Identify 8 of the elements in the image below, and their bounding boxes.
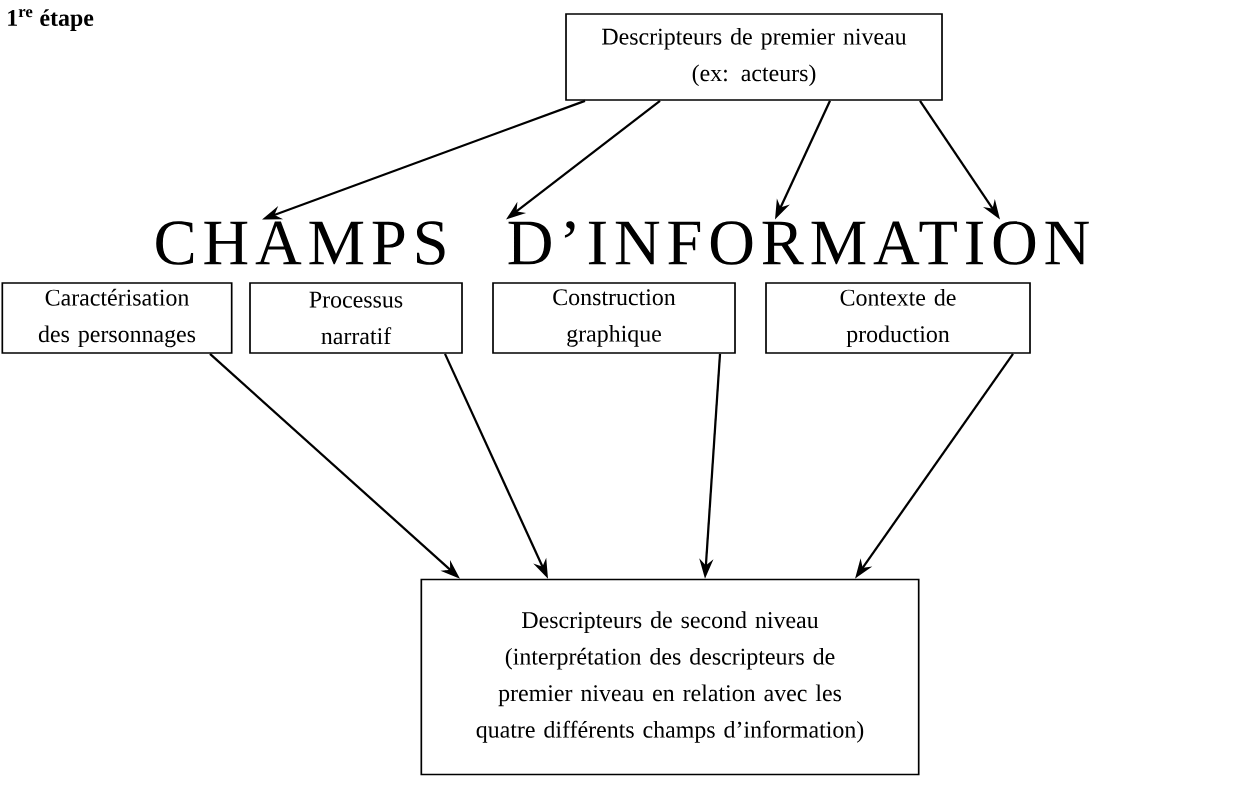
text-box: Descripteurs de second niveau (interprétation des descripteurs de premier niveau en relation avec les quatre différents champs d’information): [420, 578, 920, 776]
text-box: Contexte de production: [765, 282, 1031, 354]
heading-text: CHAMPS D’INFORMATION: [156, 221, 1089, 265]
text-box: Construction graphique: [492, 282, 736, 354]
text-box: Descripteurs de premier niveau (ex: acteurs): [565, 13, 943, 101]
text-box: Caractérisation des personnages: [1, 282, 233, 354]
text-box: Processus narratif: [249, 282, 463, 354]
step-label: 1$^{re}$ étape: [8, 9, 94, 31]
